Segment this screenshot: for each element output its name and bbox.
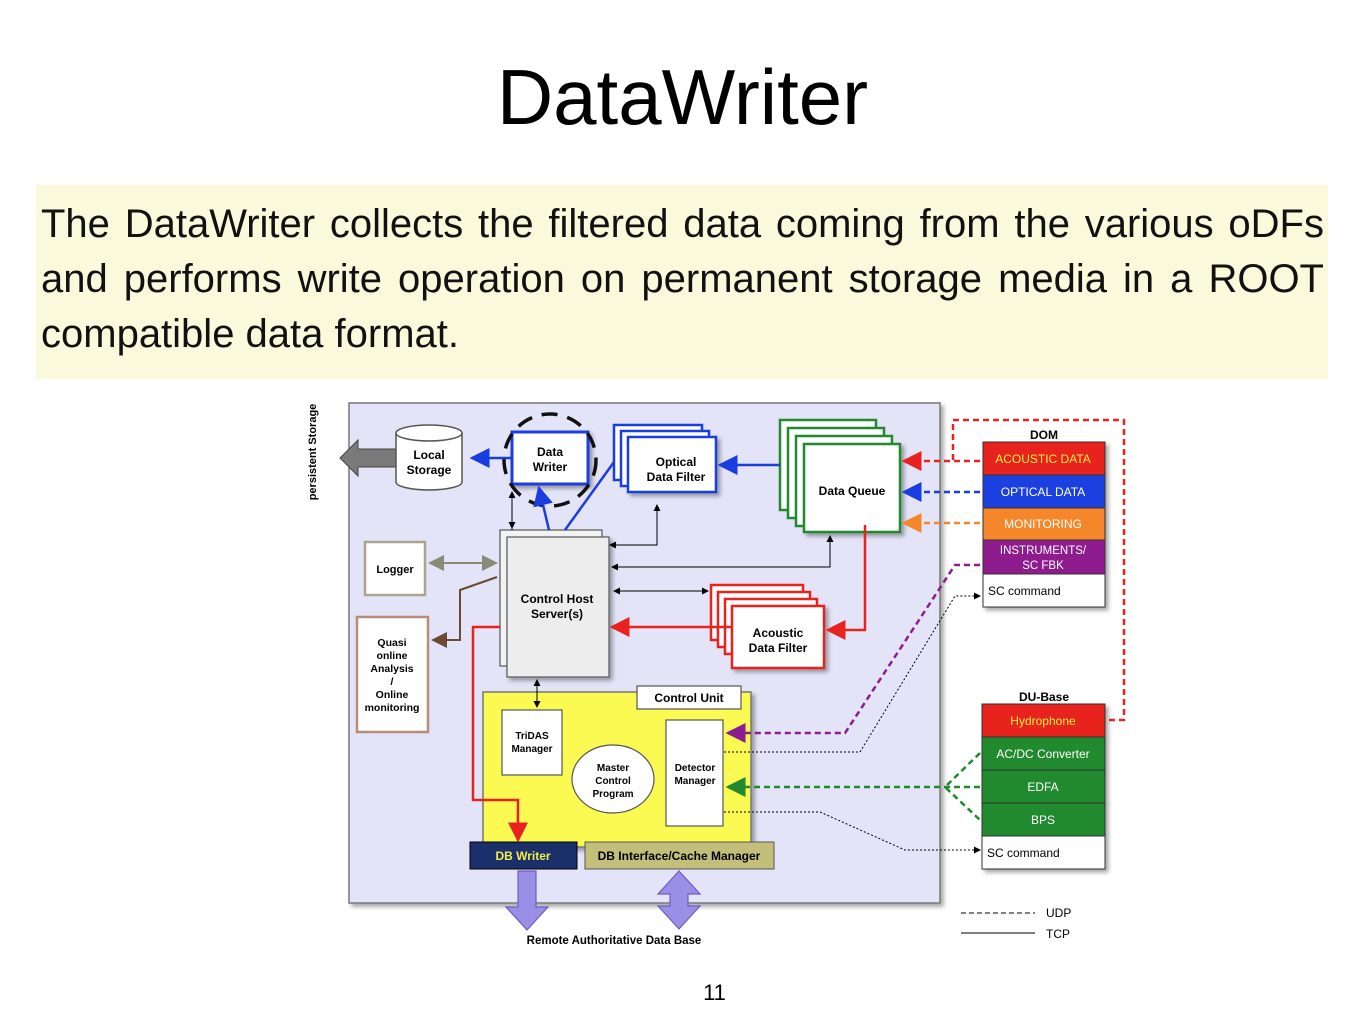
dom-row-optical: [982, 474, 1106, 509]
highlight-circle: [502, 412, 598, 508]
du-bps-label: BPS: [1031, 813, 1055, 827]
du-row-edfa: [981, 769, 1106, 804]
du-row-bps: [981, 802, 1106, 837]
dom-row-monitoring: [982, 507, 1106, 541]
svg-text:DataWriter: DataWriter: [533, 445, 568, 474]
dom-title: DOM: [1030, 428, 1058, 442]
du-base-title: DU-Base: [1019, 690, 1069, 704]
persistent-storage-label: persistent Storage: [307, 404, 319, 501]
dom-sc-command-label: SC command: [988, 584, 1061, 598]
legend-tcp: TCP: [1046, 927, 1070, 941]
svg-text:Logger: Logger: [376, 564, 414, 576]
db-interface-bidir-arrow: [656, 870, 702, 930]
svg-text:DB Writer: DB Writer: [495, 849, 550, 863]
dom-block: [982, 441, 1106, 608]
du-base-block: [981, 703, 1106, 870]
dom-row-sc-command: [982, 573, 1106, 608]
db-writer-down-arrow: [504, 870, 550, 931]
description-text: The DataWriter collects the filtered dat…: [41, 202, 1324, 356]
dom-acoustic-label: ACOUSTIC DATA: [995, 452, 1091, 466]
db-writer-node: DB Writer: [469, 841, 578, 870]
du-row-sc-command: [981, 835, 1106, 870]
persistent-storage-text: persistent Storage: [307, 404, 319, 501]
line-legend: UDP TCP: [961, 906, 1071, 941]
du-acdc-label: AC/DC Converter: [996, 747, 1089, 761]
svg-text:Data Queue: Data Queue: [819, 484, 886, 498]
dom-instruments-label: INSTRUMENTS/SC FBK: [1000, 545, 1087, 572]
description-box: The DataWriter collects the filtered dat…: [36, 185, 1328, 379]
dom-row-instruments: [982, 539, 1106, 575]
slide-title: DataWriter: [496, 53, 869, 141]
legend-udp: UDP: [1046, 906, 1071, 920]
remote-db-label: Remote Authoritative Data Base: [527, 935, 702, 947]
du-edfa-label: EDFA: [1027, 780, 1058, 794]
du-hydrophone-label: Hydrophone: [1010, 714, 1076, 728]
du-sc-command-label: SC command: [987, 846, 1060, 860]
page-number: 11: [703, 980, 726, 1005]
db-interface-node: DB Interface/Cache Manager: [584, 841, 775, 870]
dom-optical-label: OPTICAL DATA: [1001, 485, 1085, 499]
data-queue-stack: Data Queue: [778, 418, 902, 534]
svg-text:Control Unit: Control Unit: [654, 691, 723, 705]
svg-text:DB Interface/Cache Manager: DB Interface/Cache Manager: [598, 849, 761, 863]
logger-node: Logger: [363, 540, 427, 597]
dom-monitoring-label: MONITORING: [1004, 517, 1082, 531]
